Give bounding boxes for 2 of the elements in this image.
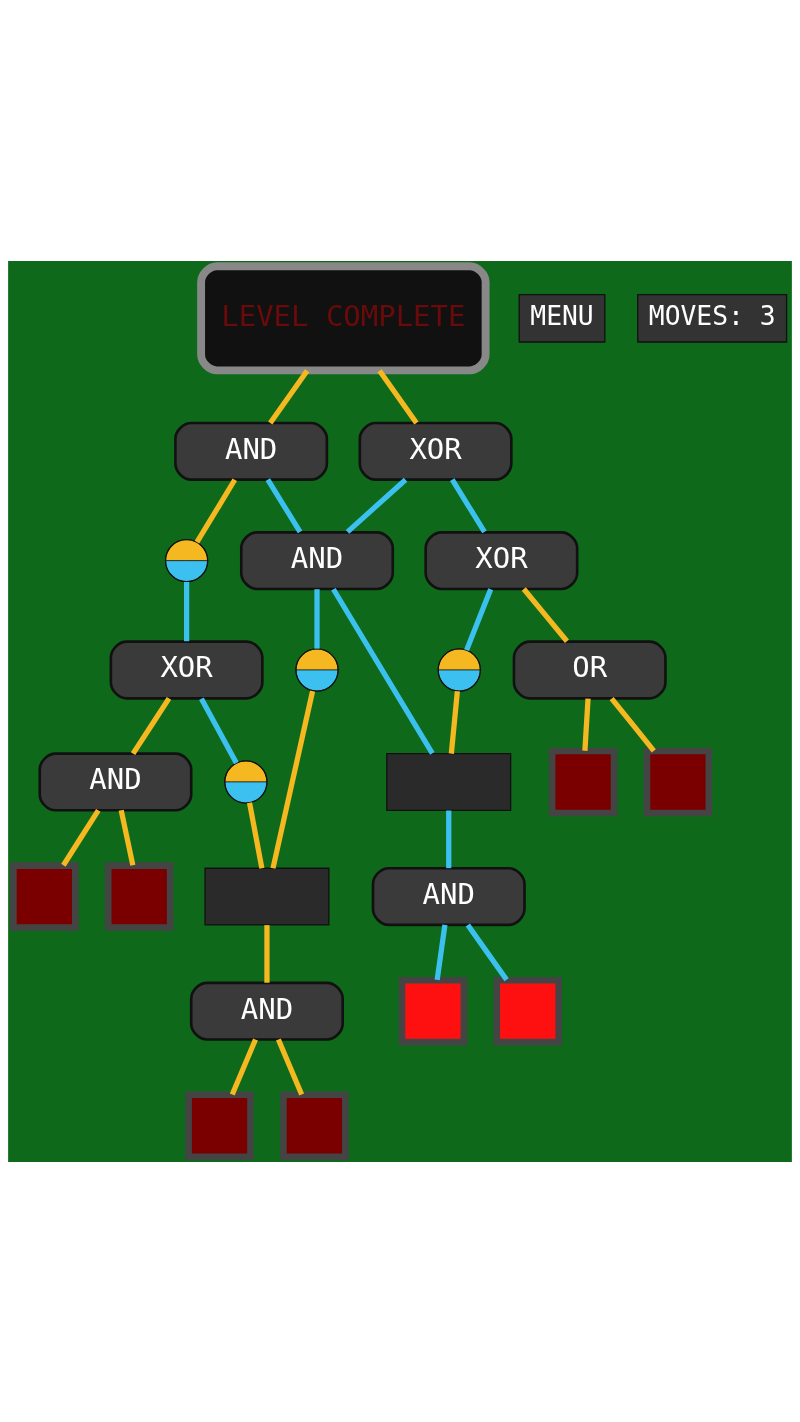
- label: MOVES: 3: [648, 300, 776, 331]
- label: MENU: [530, 300, 594, 331]
